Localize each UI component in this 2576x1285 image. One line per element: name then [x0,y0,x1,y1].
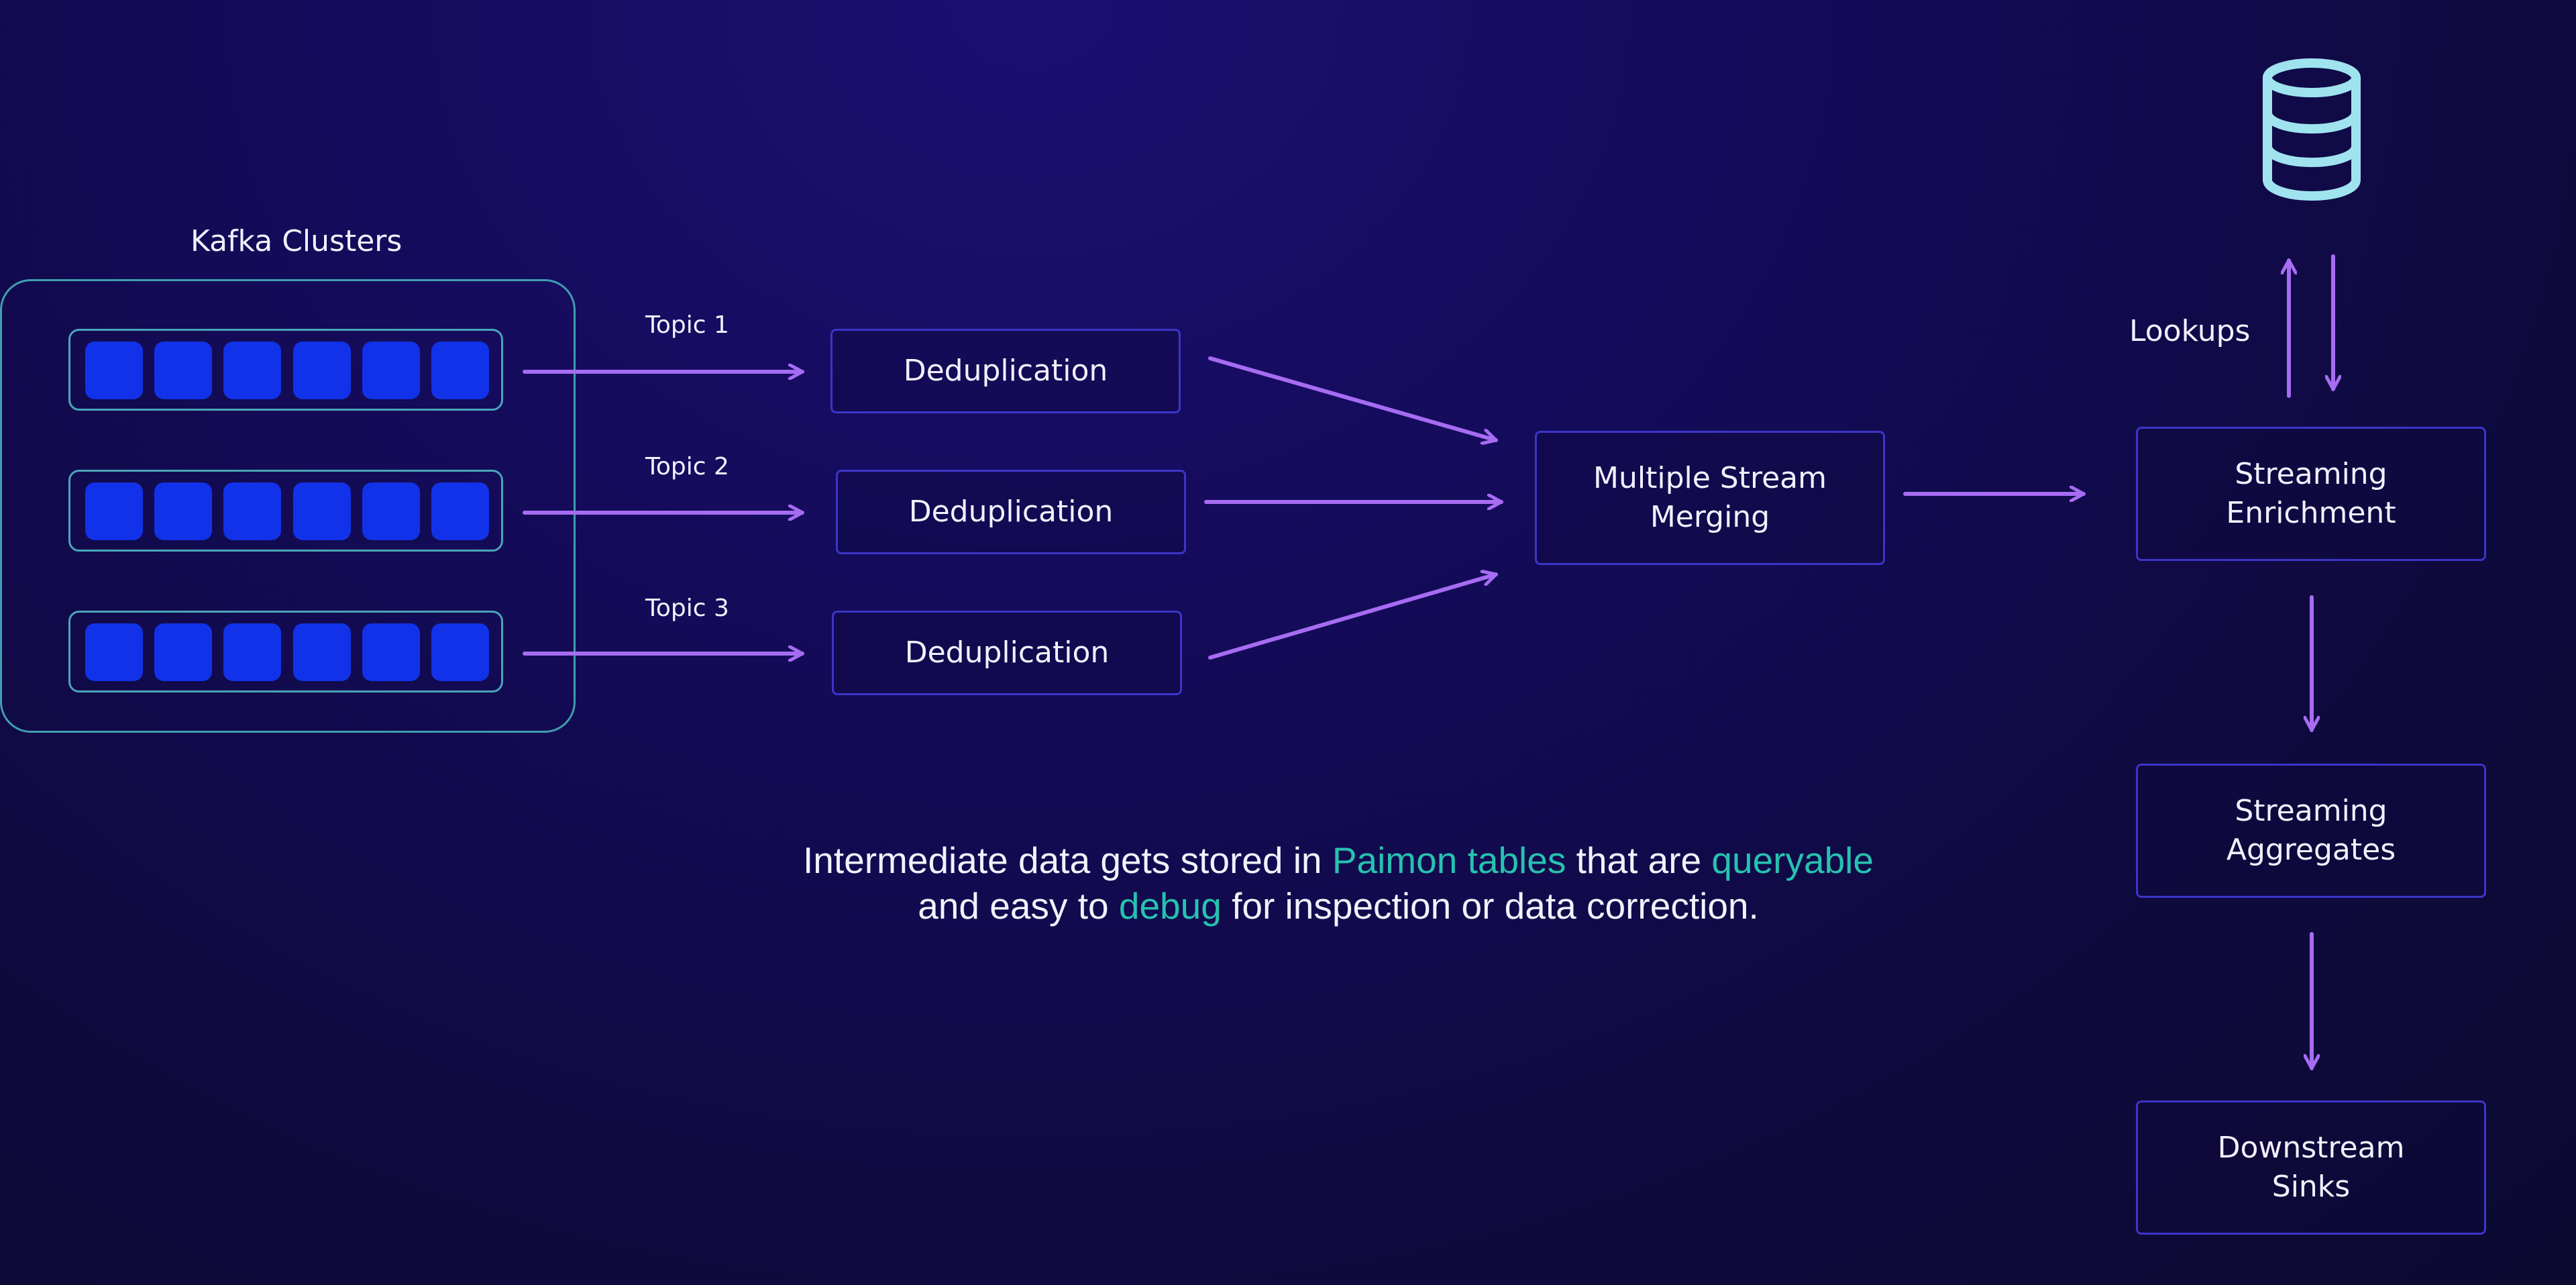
kafka-partition-3 [68,611,503,692]
enrichment-label-line1: Streaming [2235,457,2387,491]
partition-cell [154,623,212,681]
topic-2-label: Topic 2 [645,453,729,480]
multiple-stream-merging-box: Multiple Stream Merging [1535,431,1885,565]
database-icon [2263,58,2361,201]
arrow-dedup1-merge [1208,356,1498,440]
partition-cell [293,342,351,399]
partition-cell [223,482,281,540]
downstream-sinks-box: Downstream Sinks [2136,1100,2486,1235]
partition-cell [431,623,489,681]
sinks-label-line1: Downstream [2217,1131,2405,1165]
partition-cell [154,482,212,540]
partition-cell [85,623,143,681]
caption-text: that are [1566,839,1712,881]
partition-cell [223,342,281,399]
merge-label-line2: Merging [1650,500,1770,534]
streaming-aggregates-box: Streaming Aggregates [2136,764,2486,898]
caption-text: for inspection or data correction. [1221,885,1759,927]
caption-line-2: and easy to debug for inspection or data… [657,883,2019,929]
partition-cell [85,482,143,540]
caption-line-1: Intermediate data gets stored in Paimon … [657,837,2019,883]
partition-cell [85,342,143,399]
partition-cell [362,482,420,540]
partition-cell [223,623,281,681]
deduplication-box-1: Deduplication [830,329,1181,413]
deduplication-box-2: Deduplication [836,470,1186,554]
topic-1-label: Topic 1 [645,311,729,339]
kafka-partition-1 [68,329,503,411]
aggregates-label-line1: Streaming [2235,794,2387,828]
deduplication-label: Deduplication [903,354,1108,388]
deduplication-label: Deduplication [904,635,1110,670]
lookups-label: Lookups [2129,314,2251,348]
partition-cell [293,482,351,540]
merge-label-line1: Multiple Stream [1593,461,1827,495]
kafka-clusters-title: Kafka Clusters [191,224,402,258]
deduplication-label: Deduplication [908,495,1114,529]
enrichment-label-line2: Enrichment [2226,496,2396,530]
partition-cell [293,623,351,681]
caption: Intermediate data gets stored in Paimon … [657,837,2019,929]
caption-text: and easy to [918,885,1119,927]
arrow-dedup3-merge [1208,574,1498,660]
topic-3-label: Topic 3 [645,595,729,622]
partition-cell [154,342,212,399]
caption-highlight-paimon-tables: Paimon tables [1332,839,1566,881]
sinks-label-line2: Sinks [2271,1170,2351,1204]
streaming-enrichment-box: Streaming Enrichment [2136,427,2486,561]
kafka-cluster-group [0,279,576,733]
aggregates-label-line2: Aggregates [2226,833,2396,867]
caption-text: Intermediate data gets stored in [803,839,1332,881]
partition-cell [431,342,489,399]
caption-highlight-queryable: queryable [1711,839,1874,881]
kafka-partition-2 [68,470,503,552]
deduplication-box-3: Deduplication [832,611,1182,695]
partition-cell [362,623,420,681]
partition-cell [431,482,489,540]
caption-highlight-debug: debug [1118,885,1222,927]
partition-cell [362,342,420,399]
